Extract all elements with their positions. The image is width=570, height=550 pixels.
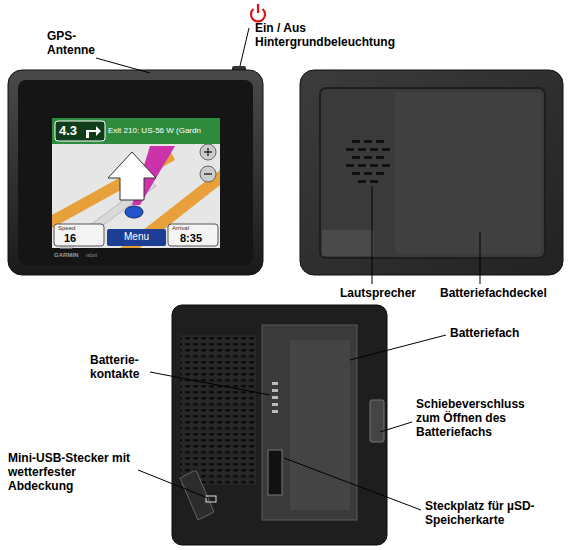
front-view [8,4,265,275]
open-back-view [172,305,387,545]
screen-text: Exit 210: US-56 W (Gardn [108,126,201,135]
screen-text: Menu [124,231,149,243]
screen-text: 16 [64,232,76,245]
brand-text: nüvi [86,252,97,259]
part-label: Mini-USB-Stecker mit wetterfester Abdeck… [8,452,133,493]
screen-text: Speed [58,225,75,232]
part-label: Ein / Aus Hintergrundbeleuchtung [255,22,415,50]
part-label: Batterie- kontakte [90,354,152,382]
screen-text: Arrival [172,225,189,232]
part-label: Batteriefach [450,327,519,341]
brand-text: GARMIN [54,252,78,259]
part-label: Batteriefachdeckel [440,287,547,301]
part-label: Steckplatz für µSD-Speicherkarte [425,500,560,528]
back-view [300,70,563,275]
part-label: Lautsprecher [340,287,416,301]
screen-text: 8:35 [180,232,202,245]
part-label: GPS- Antenne [47,30,105,58]
part-label: Schiebeverschluss zum Öffnen des Batteri… [416,398,551,439]
screen-text: 4.3 [59,124,77,139]
